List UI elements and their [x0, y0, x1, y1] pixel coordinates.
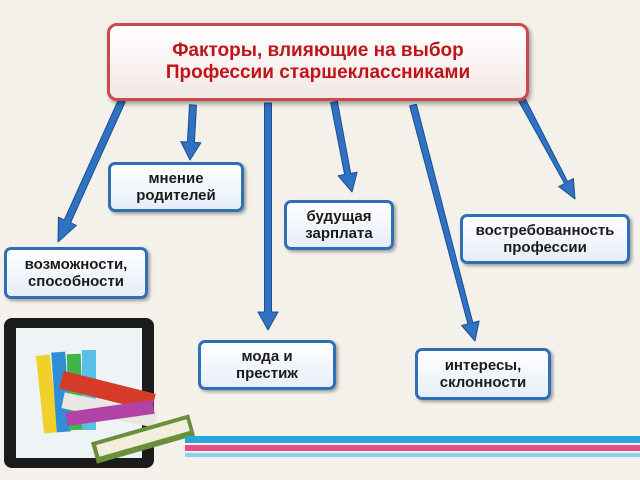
arrow-to-salary	[330, 100, 358, 193]
bottom-stripe-light-blue	[185, 453, 640, 457]
diagram-title: Факторы, влияющие на выбор Профессии ста…	[107, 23, 529, 101]
node-fashion-line-1: мода и	[241, 348, 293, 365]
node-fashion-line-2: престиж	[236, 365, 298, 382]
arrow-to-fashion	[257, 102, 279, 331]
node-abilities: возможности, способности	[4, 247, 148, 299]
node-demand-line-1: востребованность	[475, 222, 615, 239]
node-future-salary: будущая зарплата	[284, 200, 394, 250]
node-abilities-line-2: способности	[27, 273, 125, 290]
node-demand-line-2: профессии	[503, 239, 587, 256]
node-fashion-prestige: мода и престиж	[198, 340, 336, 390]
node-parents-line-1: мнение	[148, 170, 204, 187]
node-salary-line-1: будущая	[306, 208, 372, 225]
node-parents-opinion: мнение родителей	[108, 162, 244, 212]
tablet-books-illustration	[4, 318, 196, 468]
bottom-stripe-blue	[185, 436, 640, 443]
arrow-to-parents	[180, 104, 202, 161]
arrow-to-abilities	[57, 98, 126, 243]
node-salary-line-2: зарплата	[305, 225, 373, 242]
node-interests-line-2: склонности	[439, 374, 527, 391]
node-interests-line-1: интересы,	[444, 357, 522, 374]
arrow-to-demand	[518, 97, 576, 200]
node-profession-demand: востребованность профессии	[460, 214, 630, 264]
node-abilities-line-1: возможности,	[24, 256, 128, 273]
bottom-stripe-pink	[185, 445, 640, 451]
node-parents-line-2: родителей	[136, 187, 216, 204]
title-line-1: Факторы, влияющие на выбор	[172, 40, 464, 61]
node-interests: интересы, склонности	[415, 348, 551, 400]
arrow-to-interests	[409, 103, 480, 342]
title-line-2: Профессии старшеклассниками	[165, 62, 471, 83]
